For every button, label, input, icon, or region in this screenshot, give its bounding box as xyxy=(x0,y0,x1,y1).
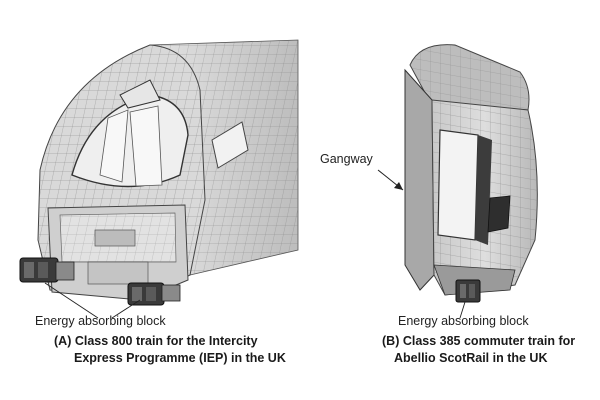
callout-line-b xyxy=(459,301,466,319)
callout-line-a-left xyxy=(44,282,99,319)
energy-block-label-a: Energy absorbing block xyxy=(35,314,166,328)
energy-absorbing-block-right xyxy=(127,282,181,306)
class-800-mesh-drawing xyxy=(19,39,299,319)
energy-absorbing-block-b xyxy=(455,279,481,303)
gangway-arrow-head xyxy=(394,182,403,190)
class-385-mesh-drawing xyxy=(377,44,538,319)
gangway-shell xyxy=(404,68,435,291)
caption-b: (B) Class 385 commuter train for Abellio… xyxy=(382,333,575,367)
gangway-label: Gangway xyxy=(320,152,373,166)
caption-b-line-1: (B) Class 385 commuter train for xyxy=(382,334,576,348)
energy-block-label-b: Energy absorbing block xyxy=(398,314,529,328)
caption-a-line-2: Express Programme (IEP) in the UK xyxy=(74,351,286,365)
callout-line-a-right xyxy=(111,299,141,319)
gangway-opening xyxy=(437,129,479,241)
energy-absorbing-block-left xyxy=(19,257,75,283)
panel-a-class-800: Energy absorbing block (A) Class 800 tra… xyxy=(19,39,299,367)
caption-a-line-1: (A) Class 800 train for the Intercity xyxy=(54,334,258,348)
panel-b-class-385: Gangway Energy absorbing block (B) Class… xyxy=(310,0,600,400)
caption-b-line-2: Abellio ScotRail in the UK xyxy=(394,351,548,365)
side-window xyxy=(211,121,249,169)
caption-a: (A) Class 800 train for the Intercity Ex… xyxy=(54,333,286,367)
side-cutout xyxy=(487,195,511,233)
